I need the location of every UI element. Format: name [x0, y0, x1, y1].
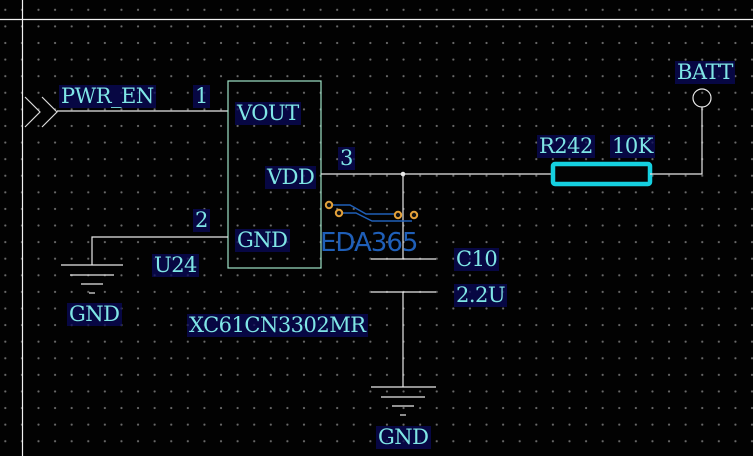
net-label-batt[interactable]: BATT: [675, 60, 735, 84]
u24-part-number[interactable]: XC61CN3302MR: [187, 313, 368, 337]
pin-name-vdd: VDD: [265, 165, 317, 189]
capacitor-c10-icon[interactable]: [371, 258, 436, 293]
r242-designator[interactable]: R242: [537, 134, 595, 158]
pin-name-vout: VOUT: [235, 101, 301, 125]
r242-value[interactable]: 10K: [610, 134, 655, 158]
pin-number-1: 1: [193, 84, 210, 108]
net-label-pwr-en[interactable]: PWR_EN: [59, 84, 156, 108]
watermark-logo-icon: [324, 200, 419, 222]
batt-port-icon[interactable]: [692, 88, 712, 108]
watermark-text: EDA365: [320, 228, 418, 258]
ground-label-bottom: GND: [376, 425, 431, 449]
net-port-pwr-en-icon[interactable]: [24, 96, 58, 128]
pin-number-2: 2: [193, 208, 210, 232]
ground-symbol-bottom-icon: [371, 386, 436, 416]
resistor-r242-icon[interactable]: [550, 161, 653, 187]
wire-u24-gnd[interactable]: [91, 236, 228, 265]
ground-symbol-left-icon: [61, 264, 123, 294]
pin-name-gnd: GND: [235, 228, 290, 252]
c10-value[interactable]: 2.2U: [454, 283, 508, 307]
pin-number-3: 3: [338, 146, 355, 170]
u24-designator[interactable]: U24: [152, 253, 199, 277]
ground-label-left: GND: [67, 302, 122, 326]
wire-batt[interactable]: [650, 107, 703, 175]
c10-designator[interactable]: C10: [454, 247, 500, 271]
